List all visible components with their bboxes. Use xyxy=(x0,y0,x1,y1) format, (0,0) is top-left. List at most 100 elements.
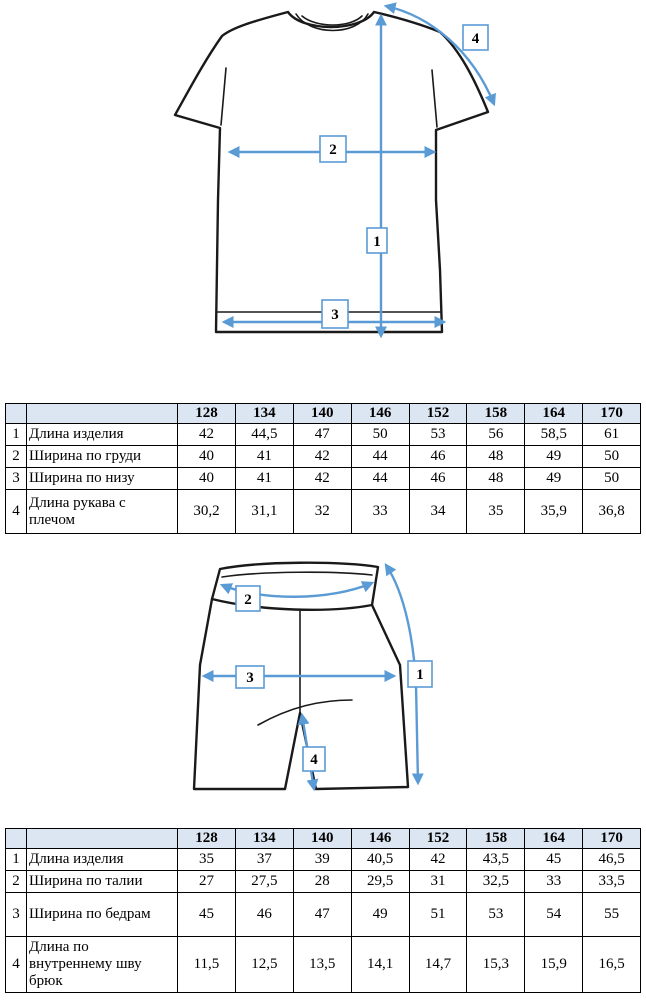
size-header: 170 xyxy=(582,403,641,424)
value-cell: 55 xyxy=(582,892,641,937)
value-cell: 44,5 xyxy=(234,423,294,446)
value-cell: 32 xyxy=(292,489,352,534)
value-cell: 33 xyxy=(350,489,410,534)
value-cell: 41 xyxy=(234,445,294,468)
value-cell: 15,9 xyxy=(524,936,584,993)
svg-text:4: 4 xyxy=(472,31,480,47)
value-cell: 56 xyxy=(466,423,526,446)
shorts-label-2: 2 xyxy=(235,585,261,612)
size-header: 128 xyxy=(177,828,236,849)
header-index-cell xyxy=(5,828,27,849)
tshirt-collar-rib xyxy=(301,15,363,26)
value-cell: 27 xyxy=(177,870,236,893)
row-param-name: Длина рукава с плечом xyxy=(26,489,178,534)
shorts-diagram: 1 2 3 4 xyxy=(0,555,646,805)
row-index: 3 xyxy=(5,467,27,490)
value-cell: 49 xyxy=(524,445,584,468)
value-cell: 42 xyxy=(408,848,468,871)
value-cell: 11,5 xyxy=(177,936,236,993)
value-cell: 46,5 xyxy=(582,848,641,871)
row-param-name: Ширина по талии xyxy=(26,870,178,893)
tshirt-label-2: 2 xyxy=(319,135,347,163)
size-header: 152 xyxy=(408,403,468,424)
value-cell: 53 xyxy=(408,423,468,446)
tshirt-size-table: 128 134 140 146 152 158 164 170 1 Длина … xyxy=(5,403,641,534)
value-cell: 32,5 xyxy=(466,870,526,893)
value-cell: 49 xyxy=(350,892,410,937)
value-cell: 42 xyxy=(177,423,236,446)
row-param-name: Длина по внутреннему шву брюк xyxy=(26,936,178,993)
svg-text:2: 2 xyxy=(329,142,337,158)
value-cell: 45 xyxy=(524,848,584,871)
shorts-label-3: 3 xyxy=(235,665,265,689)
table-row: 3 Ширина по низу 40 41 42 44 46 48 49 50 xyxy=(5,467,641,490)
value-cell: 33 xyxy=(524,870,584,893)
value-cell: 30,2 xyxy=(177,489,236,534)
value-cell: 28 xyxy=(292,870,352,893)
value-cell: 12,5 xyxy=(234,936,294,993)
shorts-crotch-fold xyxy=(257,699,353,726)
size-header: 152 xyxy=(408,828,468,849)
size-header: 128 xyxy=(177,403,236,424)
tshirt-sleeve-seam-right xyxy=(431,69,438,128)
value-cell: 39 xyxy=(292,848,352,871)
row-index: 1 xyxy=(5,848,27,871)
value-cell: 35 xyxy=(177,848,236,871)
svg-text:1: 1 xyxy=(373,234,381,250)
value-cell: 40,5 xyxy=(350,848,410,871)
value-cell: 41 xyxy=(234,467,294,490)
table-row: 3 Ширина по бедрам 45 46 47 49 51 53 54 … xyxy=(5,892,641,937)
row-param-name: Ширина по бедрам xyxy=(26,892,178,937)
value-cell: 47 xyxy=(292,423,352,446)
value-cell: 43,5 xyxy=(466,848,526,871)
size-header: 134 xyxy=(234,828,294,849)
tshirt-label-3: 3 xyxy=(321,299,349,329)
tshirt-svg: 1 2 3 4 xyxy=(173,2,496,339)
size-header: 140 xyxy=(292,403,352,424)
value-cell: 50 xyxy=(350,423,410,446)
value-cell: 31 xyxy=(408,870,468,893)
tshirt-table-header: 128 134 140 146 152 158 164 170 xyxy=(5,403,641,424)
value-cell: 53 xyxy=(466,892,526,937)
table-row: 4 Длина рукава с плечом 30,2 31,1 32 33 … xyxy=(5,489,641,534)
header-param-cell xyxy=(26,403,178,424)
shorts-table-header: 128 134 140 146 152 158 164 170 xyxy=(5,828,641,849)
tshirt-sleeve-seam-left xyxy=(220,67,227,126)
value-cell: 13,5 xyxy=(292,936,352,993)
value-cell: 61 xyxy=(582,423,641,446)
header-param-cell xyxy=(26,828,178,849)
value-cell: 58,5 xyxy=(524,423,584,446)
size-header: 140 xyxy=(292,828,352,849)
row-param-name: Ширина по низу xyxy=(26,467,178,490)
value-cell: 44 xyxy=(350,467,410,490)
value-cell: 46 xyxy=(408,467,468,490)
value-cell: 37 xyxy=(234,848,294,871)
shorts-size-table: 128 134 140 146 152 158 164 170 1 Длина … xyxy=(5,828,641,993)
value-cell: 33,5 xyxy=(582,870,641,893)
value-cell: 34 xyxy=(408,489,468,534)
shorts-label-4: 4 xyxy=(302,746,326,772)
value-cell: 51 xyxy=(408,892,468,937)
row-index: 1 xyxy=(5,423,27,446)
table-row: 2 Ширина по талии 27 27,5 28 29,5 31 32,… xyxy=(5,870,641,893)
shorts-svg: 1 2 3 4 xyxy=(192,561,433,792)
value-cell: 31,1 xyxy=(234,489,294,534)
value-cell: 50 xyxy=(582,467,641,490)
value-cell: 15,3 xyxy=(466,936,526,993)
table-row: 4 Длина по внутреннему шву брюк 11,5 12,… xyxy=(5,936,641,993)
value-cell: 14,1 xyxy=(350,936,410,993)
row-index: 2 xyxy=(5,445,27,468)
value-cell: 54 xyxy=(524,892,584,937)
row-index: 3 xyxy=(5,892,27,937)
row-index: 4 xyxy=(5,489,27,534)
row-index: 4 xyxy=(5,936,27,993)
value-cell: 47 xyxy=(292,892,352,937)
value-cell: 48 xyxy=(466,445,526,468)
size-header: 164 xyxy=(524,403,584,424)
value-cell: 35 xyxy=(466,489,526,534)
table-row: 1 Длина изделия 35 37 39 40,5 42 43,5 45… xyxy=(5,848,641,871)
tshirt-measure-4-line xyxy=(383,2,496,107)
row-param-name: Ширина по груди xyxy=(26,445,178,468)
size-header: 170 xyxy=(582,828,641,849)
value-cell: 49 xyxy=(524,467,584,490)
